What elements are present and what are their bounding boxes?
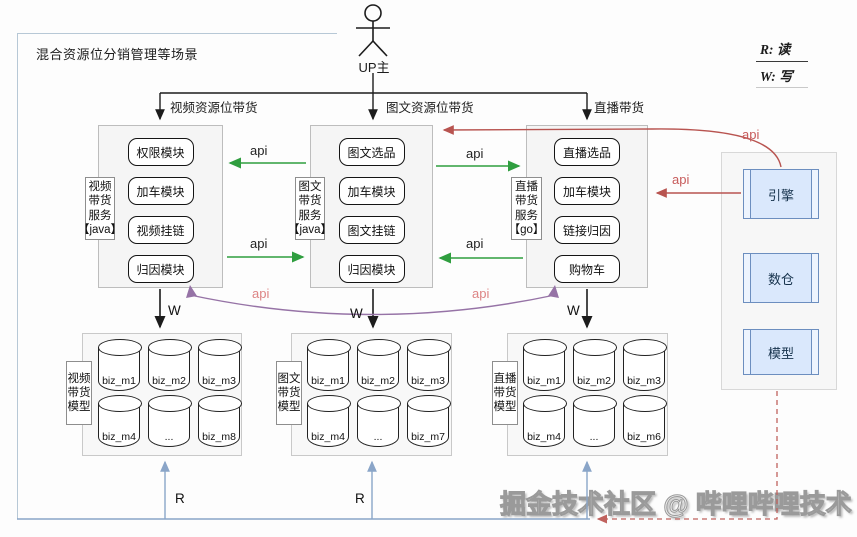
scene-title: 混合资源位分销管理等场景 [36,47,199,62]
module-pill: 视频挂链 [127,216,194,244]
service-box-video: 权限模块 加车模块 视频挂链 归因模块 [98,125,223,288]
api-label: api [466,236,484,251]
cluster-side-label-video: 视频 带货 模型 [66,361,92,425]
write-label: W [350,306,363,321]
write-label: W [567,303,580,318]
db-cylinder: biz_m1 [306,339,352,391]
platform-container: 引擎 数仓 模型 [721,152,837,390]
db-cylinder: biz_m4 [306,395,352,447]
api-label: api [250,143,268,158]
db-cluster-imagetext: biz_m1 biz_m2 biz_m3 biz_m4 ... biz_m7 [291,333,452,456]
module-pill: 加车模块 [127,177,194,205]
actor-label: UP主 [358,60,390,75]
db-cylinder: biz_m2 [147,339,193,391]
db-cluster-video: biz_m1 biz_m2 biz_m3 biz_m4 ... biz_m8 [82,333,243,456]
model-box: 模型 [743,329,819,375]
scene-frame-left-border [17,33,18,519]
branch-label-imagetext: 图文资源位带货 [386,101,474,115]
db-cylinder: biz_m8 [197,395,243,447]
db-cylinder: ... [356,395,402,447]
legend-write: W: 写 [756,62,808,88]
api-label-red: api [742,127,760,142]
legend-read: R: 读 [756,38,808,62]
actor-figure [356,4,390,57]
read-label: R [175,491,185,506]
service-side-label-live: 直播 带货 服务 【go】 [509,177,544,240]
legend: R: 读 W: 写 [756,38,808,88]
api-label-pink: api [252,286,270,301]
read-label: R [355,491,365,506]
write-arrows [154,289,593,329]
engine-box: 引擎 [743,169,819,219]
module-pill: 归因模块 [338,255,405,283]
db-cylinder: biz_m2 [572,339,618,391]
module-pill: 加车模块 [338,177,405,205]
db-cylinder: biz_m2 [356,339,402,391]
module-pill: 链接归因 [554,216,620,244]
service-box-live: 直播选品 加车模块 链接归因 购物车 [526,125,648,288]
db-cylinder: biz_m7 [406,395,452,447]
warehouse-box: 数仓 [743,253,819,303]
db-cylinder: biz_m4 [522,395,568,447]
api-label: api [466,146,484,161]
branch-label-live: 直播带货 [594,101,645,115]
module-pill: 权限模块 [127,138,194,166]
db-cylinder: biz_m3 [406,339,452,391]
db-cylinder: ... [147,395,193,447]
db-cylinder: biz_m6 [622,395,668,447]
db-cylinder: biz_m4 [97,395,143,447]
api-label-pink: api [472,286,490,301]
watermark: 掘金技术社区 @ 哔哩哔哩技术 [500,489,853,520]
api-label: api [250,236,268,251]
service-side-label-video: 视频 带货 服务 【java】 [78,177,122,240]
cluster-side-label-live: 直播 带货 模型 [492,361,518,425]
branch-label-video: 视频资源位带货 [170,101,258,115]
db-cluster-live: biz_m1 biz_m2 biz_m3 biz_m4 ... biz_m6 [507,333,668,456]
db-cylinder: biz_m1 [522,339,568,391]
db-cylinder: biz_m3 [197,339,243,391]
module-pill: 图文选品 [338,138,405,166]
db-cylinder: biz_m3 [622,339,668,391]
module-pill: 归因模块 [127,255,194,283]
module-pill: 图文挂链 [338,216,405,244]
module-pill: 购物车 [554,255,620,283]
write-label: W [168,303,181,318]
api-arc-purple [186,285,559,316]
service-box-imagetext: 图文选品 加车模块 图文挂链 归因模块 [310,125,433,288]
module-pill: 加车模块 [554,177,620,205]
service-side-label-imagetext: 图文 带货 服务 【java】 [288,177,332,240]
api-label-red: api [672,172,690,187]
db-cylinder: biz_m1 [97,339,143,391]
scene-frame-top-border [17,33,337,34]
db-cylinder: ... [572,395,618,447]
cluster-side-label-imagetext: 图文 带货 模型 [276,361,302,425]
module-pill: 直播选品 [554,138,620,166]
